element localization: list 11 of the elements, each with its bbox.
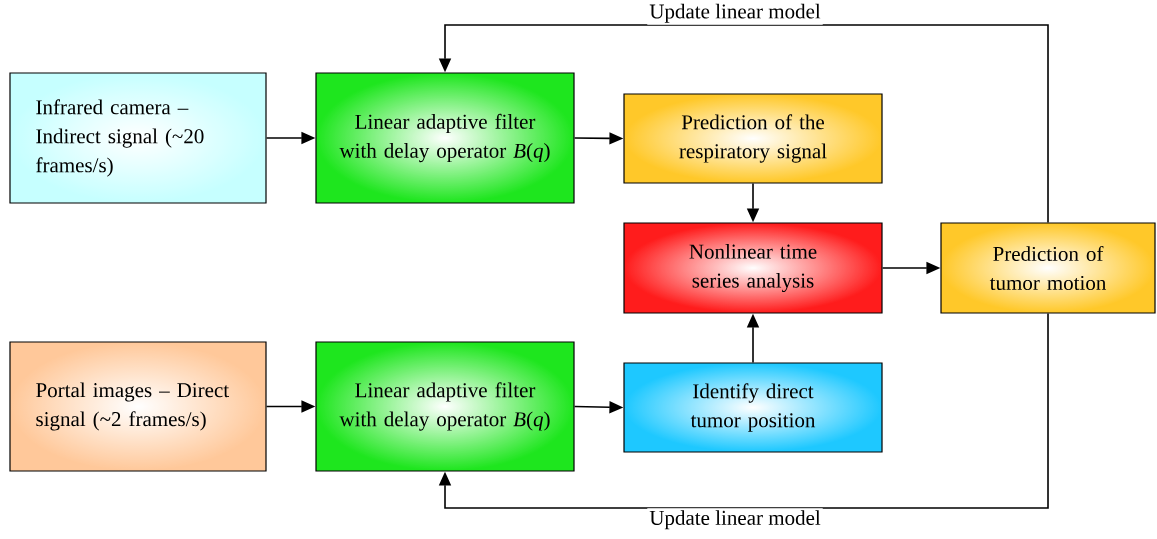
process-box: Portal images – Direct signal (~2 frames/s): [9, 341, 267, 472]
process-box: Identify direct tumor position: [623, 362, 883, 453]
process-box: Infrared camera – Indirect signal (~20 frames/s): [9, 72, 267, 204]
process-box: Linear adaptive filter with delay operator B(q): [315, 341, 575, 472]
process-box: Nonlinear time series analysis: [623, 222, 883, 314]
process-box: Prediction of the respiratory signal: [623, 93, 883, 184]
edge-label: Update linear model: [647, 1, 823, 25]
arrow: [438, 312, 1049, 509]
edge-label: Update linear model: [647, 508, 823, 532]
process-box: Linear adaptive filter with delay operator B(q): [315, 72, 575, 204]
process-box: Prediction of tumor motion: [940, 222, 1156, 314]
